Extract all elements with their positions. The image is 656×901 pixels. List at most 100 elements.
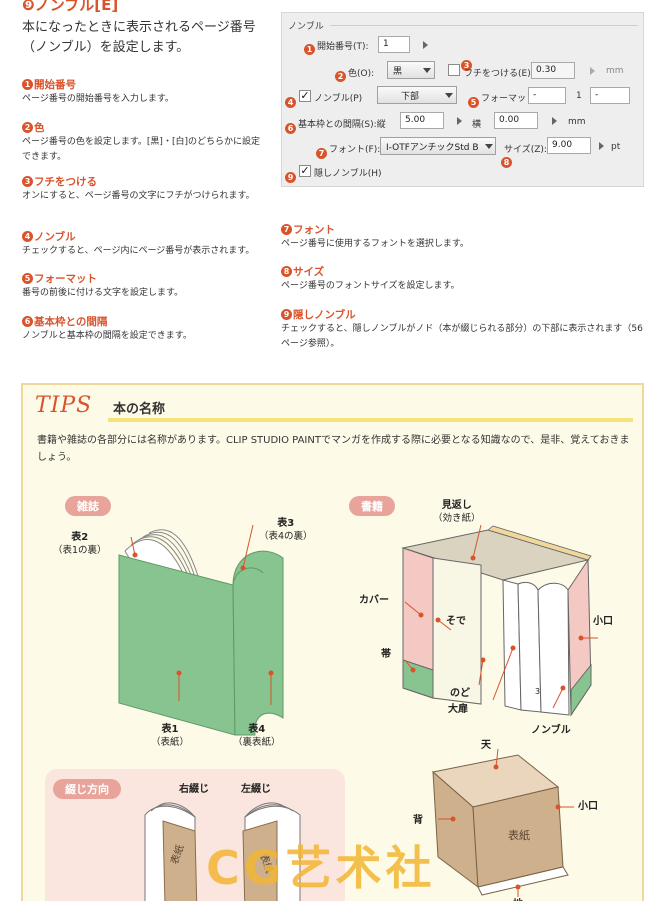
gap-vertical-input[interactable]: 5.00 — [400, 112, 444, 129]
chevron-down-icon — [423, 68, 431, 73]
nombre-position-select[interactable]: 下部 — [377, 86, 457, 104]
item-desc: ページ番号の開始番号を入力します。 — [22, 94, 174, 104]
size-input[interactable]: 9.00 — [547, 137, 591, 154]
item-desc: ノンブルと基本枠の間隔を設定できます。 — [22, 331, 192, 341]
item-title: 隠しノンブル — [293, 309, 356, 321]
cover-label: カバー — [359, 595, 389, 606]
book-pill: 書籍 — [349, 496, 395, 516]
size-label: サイズ(Z): — [504, 145, 547, 155]
color-select[interactable]: 黒 — [387, 61, 435, 79]
number-badge: 7 — [316, 148, 327, 159]
item-title: フチをつける — [34, 176, 97, 188]
intro-text: 本になったときに表示されるページ番号（ノンブル）を設定します。 — [22, 20, 256, 55]
item-title: サイズ — [293, 266, 325, 278]
cover3-sub: （表4の裏） — [259, 531, 313, 542]
number-badge: 3 — [22, 176, 33, 187]
watermark-logo: CG艺术社 — [206, 841, 436, 895]
start-number-label: 開始番号(T): — [317, 42, 369, 52]
title-page-label: 大扉 — [448, 704, 468, 715]
panel-divider — [330, 25, 638, 26]
number-badge: 2 — [22, 122, 33, 133]
cover4-sub: （裏表紙） — [233, 737, 281, 748]
color-label: 色(O): — [348, 69, 375, 79]
binding-pill: 綴じ方向 — [53, 779, 121, 799]
gap-vertical-arrow-icon[interactable] — [457, 117, 462, 125]
gutter-label: のど — [450, 688, 470, 699]
item-title: ノンブル — [34, 231, 76, 243]
number-badge: 8 — [281, 266, 292, 277]
fore-edge-label: 小口 — [593, 616, 613, 627]
number-badge: 9 — [281, 309, 292, 320]
outline-width-input[interactable]: 0.30 — [531, 62, 575, 79]
font-select[interactable]: I-OTFアンチックStd B — [380, 137, 496, 155]
gap-horizontal-label: 横 — [472, 120, 482, 130]
tips-box: TIPS 本の名称 書籍や雑誌の各部分には名称があります。CLIP STUDIO… — [21, 383, 644, 901]
nombre-position-value: 下部 — [401, 92, 420, 102]
cover4-name: 表4 — [248, 724, 266, 735]
outline-checkbox[interactable] — [448, 64, 460, 76]
nombre-checkbox[interactable]: ✓ — [299, 89, 311, 102]
endpaper-label: 見返し （効き紙） — [433, 499, 481, 525]
item-title: 色 — [34, 122, 45, 134]
closed-book-diagram: 表紙 — [431, 748, 574, 897]
bottom-edge-label: 地 — [513, 895, 523, 901]
format-number: 1 — [576, 91, 582, 101]
cover4-label: 表4 （裏表紙） — [233, 723, 281, 749]
start-number-arrow-icon[interactable] — [423, 41, 428, 49]
size-arrow-icon[interactable] — [599, 142, 604, 150]
outline-arrow-icon[interactable] — [590, 67, 595, 75]
item-desc: ページ番号のフォントサイズを設定します。 — [281, 281, 460, 291]
number-badge: 5 — [22, 273, 33, 284]
gap-label: 基本枠との間隔(S):縦 — [298, 120, 386, 130]
number-badge: 6 — [22, 316, 33, 327]
tips-underline — [108, 418, 633, 422]
outline-label: フチをつける(E): — [464, 69, 534, 79]
spine-label: 背 — [413, 815, 423, 826]
number-badge: 1 — [22, 79, 33, 90]
tips-text: 書籍や雑誌の各部分には名称があります。CLIP STUDIO PAINTでマンガ… — [37, 435, 630, 463]
item-desc: チェックすると、隠しノンブルがノド（本が綴じられる部分）の下部に表示されます（5… — [281, 324, 643, 349]
magazine-diagram — [118, 524, 284, 736]
number-badge: 3 — [461, 60, 472, 71]
item-desc: オンにすると、ページ番号の文字にフチがつけられます。 — [22, 191, 255, 201]
nombre-label-diagram: ノンブル — [531, 725, 571, 736]
format-suffix-input[interactable]: - — [590, 87, 630, 104]
number-badge: 7 — [281, 224, 292, 235]
cover3-name: 表3 — [277, 518, 295, 529]
section-heading: ❾ノンブル[E] — [22, 0, 119, 14]
gap-horizontal-input[interactable]: 0.00 — [494, 112, 538, 129]
top-edge-label: 天 — [481, 740, 491, 751]
cover1-sub: （表紙） — [151, 737, 190, 748]
tips-logo: TIPS — [35, 393, 93, 418]
tips-title: 本の名称 — [113, 402, 166, 417]
hidden-nombre-checkbox[interactable]: ✓ — [299, 164, 311, 177]
format-prefix-input[interactable]: - — [528, 87, 566, 104]
endpaper-sub: （効き紙） — [433, 513, 481, 524]
right-binding-label: 右綴じ — [179, 784, 209, 795]
font-label: フォント(F): — [329, 145, 381, 155]
number-badge: 6 — [285, 123, 296, 134]
endpaper-name: 見返し — [441, 500, 472, 511]
nombre-label: ノンブル(P) — [314, 94, 363, 104]
start-number-input[interactable]: 1 — [378, 36, 410, 53]
panel-title: ノンブル — [288, 22, 324, 32]
item-title: フォント — [293, 224, 335, 236]
band-label: 帯 — [381, 649, 391, 660]
cover2-name: 表2 — [71, 532, 89, 543]
cover3-label: 表3 （表4の裏） — [259, 517, 313, 543]
hidden-nombre-label: 隠しノンブル(H) — [314, 169, 382, 179]
book-diagram — [401, 524, 598, 717]
gap-horizontal-arrow-icon[interactable] — [552, 117, 557, 125]
nombre-settings-panel: ノンブル 1 開始番号(T): 1 2 色(O): 黒 3 フチをつける(E):… — [281, 12, 644, 187]
cover1-name: 表1 — [161, 724, 179, 735]
closed-book-cover-text: 表紙 — [508, 828, 530, 842]
